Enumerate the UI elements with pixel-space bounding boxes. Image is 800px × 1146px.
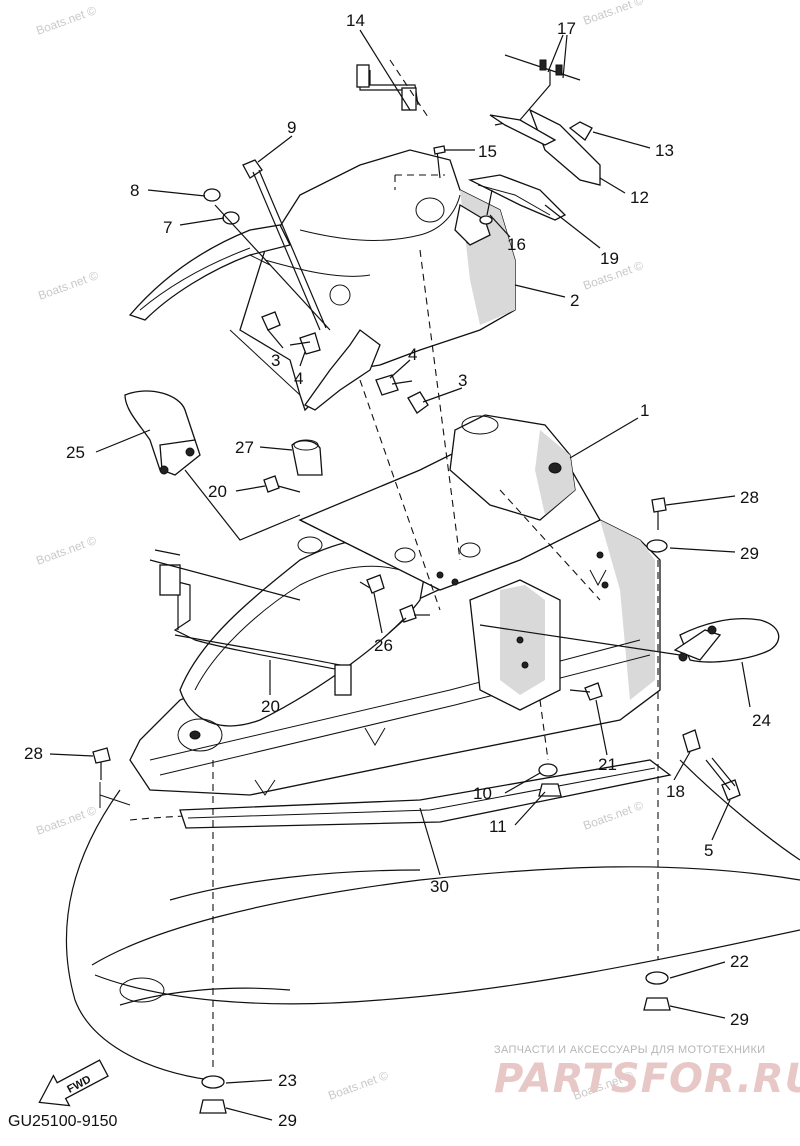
cover-plate-30 — [179, 759, 672, 829]
deck-frame-1 — [129, 414, 661, 796]
seat-rail-19 — [159, 564, 352, 696]
brand-logo[interactable]: PARTSFOR.RU — [494, 1056, 800, 1102]
label-17: 17 — [557, 19, 576, 38]
label-13: 13 — [655, 141, 674, 160]
label-27: 29 — [740, 544, 759, 563]
watermark: Boats.net © — [581, 798, 645, 833]
label-18: 19 — [600, 249, 619, 268]
label-29: 29 — [278, 1111, 297, 1130]
label-3: 3 — [271, 351, 280, 370]
label-19: 20 — [261, 697, 280, 716]
diagram-code: GU25100-9150 — [8, 1113, 118, 1130]
label-7: 8 — [130, 181, 139, 200]
watermark: Boats.net © — [34, 533, 98, 568]
label-20: 21 — [598, 755, 617, 774]
label-23: 26 — [374, 636, 393, 655]
label-20: 20 — [208, 482, 227, 501]
label-5: 5 — [704, 841, 713, 860]
label-21: 24 — [752, 711, 771, 730]
label-9: 9 — [287, 118, 296, 137]
label-4: 4 — [294, 369, 303, 388]
label-16: 16 — [507, 235, 526, 254]
watermark: Boats.net © — [34, 3, 98, 38]
label-22: 25 — [66, 443, 85, 462]
fasteners-lower-left — [92, 747, 227, 1114]
label-28: 22 — [730, 952, 749, 971]
label-10: 10 — [473, 784, 492, 803]
mirrors-and-bolts — [124, 390, 780, 701]
label-14: 14 — [346, 11, 365, 30]
watermark: Boats.net © — [34, 803, 98, 838]
guide-lines — [149, 249, 601, 611]
watermark: Boats.net © — [581, 0, 645, 28]
label-1: 1 — [640, 401, 649, 420]
label-29: 29 — [730, 1010, 749, 1029]
label-12: 12 — [630, 188, 649, 207]
label-4: 4 — [408, 345, 417, 364]
label-3: 3 — [458, 371, 467, 390]
label-15: 15 — [478, 142, 497, 161]
fasteners-left — [203, 159, 429, 414]
label-2: 2 — [570, 291, 579, 310]
label-11: 11 — [489, 817, 507, 836]
label-25: 28 — [24, 744, 43, 763]
upper-small-parts — [394, 54, 601, 225]
label-6: 7 — [163, 218, 172, 237]
fwd-arrow-icon: FWD — [38, 1059, 109, 1107]
bracket-14 — [356, 59, 431, 121]
leader-lines — [49, 29, 751, 1121]
part-labels: 14 17 9 13 15 8 12 7 16 19 2 4 3 4 3 1 2… — [24, 11, 771, 1130]
watermark: Boats.net © — [36, 268, 100, 303]
label-28: 23 — [278, 1071, 297, 1090]
label-30: 30 — [430, 877, 449, 896]
label-24: 27 — [235, 438, 254, 457]
watermark: Boats.net © — [326, 1068, 390, 1103]
promo-text: ЗАПЧАСТИ И АКСЕССУАРЫ ДЛЯ МОТОТЕХНИКИ — [494, 1044, 766, 1056]
label-26: 28 — [740, 488, 759, 507]
label-8: 18 — [666, 782, 685, 801]
